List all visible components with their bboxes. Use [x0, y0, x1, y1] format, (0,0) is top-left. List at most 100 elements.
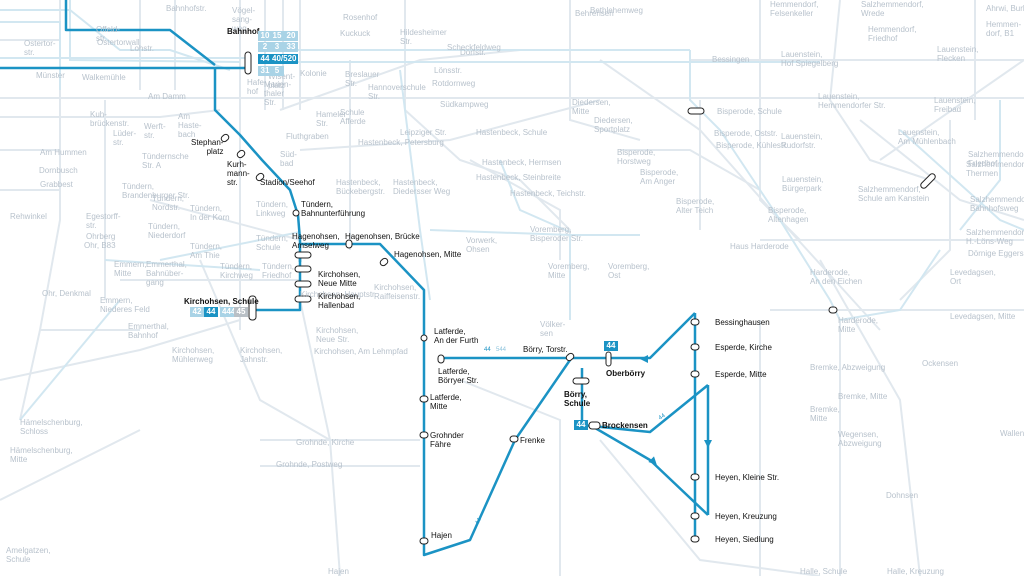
- background-place-label: Hajen: [328, 567, 349, 576]
- stop-heyen-siedlung[interactable]: Heyen, Siedlung: [715, 535, 774, 544]
- stop-hagenohsen-bruecke[interactable]: Hagenohsen, Brücke: [345, 232, 420, 241]
- background-place-label: Scheckfeldweg: [447, 43, 501, 52]
- background-place-label: Kuckuck: [340, 29, 371, 38]
- stop-markers: [220, 51, 936, 545]
- route-badge: 10: [258, 31, 272, 41]
- background-place-label: Hafe- hof: [247, 78, 267, 96]
- background-place-label: Lauenstein, Freibad: [934, 96, 976, 114]
- background-place-label: Tündernsche Str. A: [142, 152, 189, 170]
- svg-text:44: 44: [475, 517, 484, 526]
- stop-kirchohsen-hallenbad[interactable]: Kirchohsen, Hallenbad: [318, 292, 361, 310]
- direction-arrows: [640, 355, 712, 465]
- background-place-label: Wegensen, Abzweigung: [838, 430, 882, 448]
- background-place-label: Bremke, Abzweigung: [810, 363, 886, 372]
- stop-hagenohsen-mitte[interactable]: Hagenohsen, Mitte: [394, 250, 462, 259]
- background-place-label: Voremberg, Bisperoder Str.: [530, 225, 583, 243]
- background-place-label: Hameler Str.: [316, 110, 347, 128]
- background-place-label: Dohnsen: [886, 491, 919, 500]
- background-place-label: Fluthgraben: [286, 132, 329, 141]
- background-place-label: Lauenstein, Rudorfstr.: [781, 132, 823, 150]
- background-place-label: Völker- sen: [540, 320, 566, 338]
- background-place-label: Harderode, An den Eichen: [810, 268, 863, 286]
- background-place-label: Hastenbeck, Bückebergstr.: [336, 178, 385, 196]
- background-place-label: Am Hummen: [40, 148, 87, 157]
- background-place-label: Ockensen: [922, 359, 959, 368]
- background-place-label: Kirchohsen, Jahnstr.: [240, 346, 283, 364]
- background-place-label: Hastenbeck, Steinbreite: [476, 173, 561, 182]
- stop-stadion-seehof[interactable]: Stadion/Seehof: [260, 178, 315, 187]
- brockensen-route-badge: 44: [574, 420, 588, 430]
- background-place-label: Ohr, B83: [84, 241, 116, 250]
- background-place-label: Bremke, Mitte: [838, 392, 888, 401]
- stop-latferde-boerryer-str[interactable]: Latferde, Börryer Str.: [438, 367, 479, 385]
- stop-boerry-torstr[interactable]: Börry, Torstr.: [523, 345, 568, 354]
- stop-esperde-mitte[interactable]: Esperde, Mitte: [715, 370, 767, 379]
- background-place-label: Schule Afferde: [340, 108, 366, 126]
- background-place-label: Bessingen: [712, 55, 750, 64]
- background-place-label: Ohrberg: [86, 232, 116, 241]
- background-place-label: Hämelschenburg, Schloss: [20, 418, 83, 436]
- stop-hagenohsen-amselweg[interactable]: Hagenohsen, Amselweg: [292, 232, 340, 250]
- background-place-label: Tündern, Linkweg: [256, 200, 289, 218]
- background-place-label: Halle, Kreuzung: [887, 567, 944, 576]
- stop-bessinghausen[interactable]: Bessinghausen: [715, 318, 770, 327]
- background-place-label: Hastenbeck, Teichstr.: [510, 189, 586, 198]
- background-place-label: Lauenstein, Bürgerpark: [782, 175, 824, 193]
- svg-text:44: 44: [658, 413, 667, 422]
- route-badge: 40/520: [270, 54, 299, 64]
- background-place-label: Tündern, Friedhof: [262, 262, 295, 280]
- stop-frenke[interactable]: Frenke: [520, 436, 545, 445]
- background-place-label: Münster: [36, 71, 65, 80]
- stop-kirchohsen-schule[interactable]: Kirchohsen, Schule: [184, 297, 259, 306]
- background-place-label: Hastenbeck, Hermsen: [482, 158, 562, 167]
- background-place-label: Hastenbeck, Petersburg: [358, 138, 444, 147]
- background-place-label: Levedagsen, Ort: [950, 268, 996, 286]
- background-place-label: Dorfstr.: [460, 48, 486, 57]
- stop-oberboerry[interactable]: Oberbörry: [606, 369, 646, 378]
- background-place-label: Levedagsen, Mitte: [950, 312, 1016, 321]
- background-place-label: Tündern, Kirchweg: [220, 262, 253, 280]
- stop-boerry-schule[interactable]: Börry, Schule: [564, 390, 591, 408]
- stop-heyen-kreuzung[interactable]: Heyen, Kreuzung: [715, 512, 777, 521]
- background-place-label: Lauenstein, Hemmendorfer Str.: [818, 92, 886, 110]
- stop-hajen[interactable]: Hajen: [431, 531, 452, 540]
- stop-tuendern-bahnunterfuehrung[interactable]: Tündern, Bahnunterführung: [301, 200, 366, 218]
- route-badge: 33: [284, 42, 298, 52]
- background-place-label: Hastenbeck, Schule: [476, 128, 548, 137]
- background-place-label: Tündern, Niederdorf: [148, 222, 186, 240]
- background-place-label: Kirchohsen, Am Lehmpfad: [314, 347, 408, 356]
- stop-esperde-kirche[interactable]: Esperde, Kirche: [715, 343, 772, 352]
- stop-latferde-mitte[interactable]: Latferde, Mitte: [430, 393, 462, 411]
- background-place-label: Rotdornweg: [432, 79, 476, 88]
- route-badge: 2: [258, 42, 272, 52]
- route-badge: 3: [270, 42, 284, 52]
- stop-heyen-kleine-str[interactable]: Heyen, Kleine Str.: [715, 473, 780, 482]
- route-badge: 44: [204, 307, 218, 317]
- background-place-label: Lohstr.: [130, 44, 155, 53]
- stop-bahnhof[interactable]: Bahnhof: [227, 27, 260, 36]
- stop-kurmannstr[interactable]: Kurh- mann- str.: [227, 160, 250, 187]
- background-place-label: Vögel- sang- weg: [232, 6, 256, 33]
- background-place-label: Hemmendorf, Felsenkeller: [770, 0, 819, 18]
- background-place-label: Hemmendorf, Friedhof: [868, 25, 917, 43]
- background-place-label: Haus Harderode: [730, 242, 789, 251]
- background-place-label: Emmern, Mitte: [114, 260, 147, 278]
- background-place-label: Halle, Schule: [800, 567, 848, 576]
- background-place-label: Hannoverschule Str.: [368, 83, 426, 101]
- stop-stephanplatz[interactable]: Stephan- platz: [191, 138, 224, 156]
- background-place-label: Emmerthal, Bahnüber- gang: [146, 260, 187, 287]
- background-place-label: Lüder- str.: [113, 129, 137, 147]
- background-place-label: Am Haste- bach: [178, 112, 202, 139]
- background-place-label: Bisperode, Horstweg: [617, 148, 656, 166]
- background-place-label: Kuh- brückenstr.: [90, 110, 130, 128]
- background-place-label: Tündern, Am Thie: [190, 242, 223, 260]
- background-place-label: Kirchohsen, Neue Str.: [316, 326, 359, 344]
- stop-latferde-an-der-furth[interactable]: Latferde, An der Furth: [434, 327, 479, 345]
- stop-kirchohsen-neue-mitte[interactable]: Kirchohsen, Neue Mitte: [318, 270, 361, 288]
- stop-brockensen[interactable]: Brockensen: [602, 421, 648, 430]
- background-place-label: Lauenstein, Am Mühlenbach: [898, 128, 956, 146]
- background-place-label: Grohnde, Postweg: [276, 460, 343, 469]
- stop-grohnder-faehre[interactable]: Grohnder Fähre: [430, 431, 464, 449]
